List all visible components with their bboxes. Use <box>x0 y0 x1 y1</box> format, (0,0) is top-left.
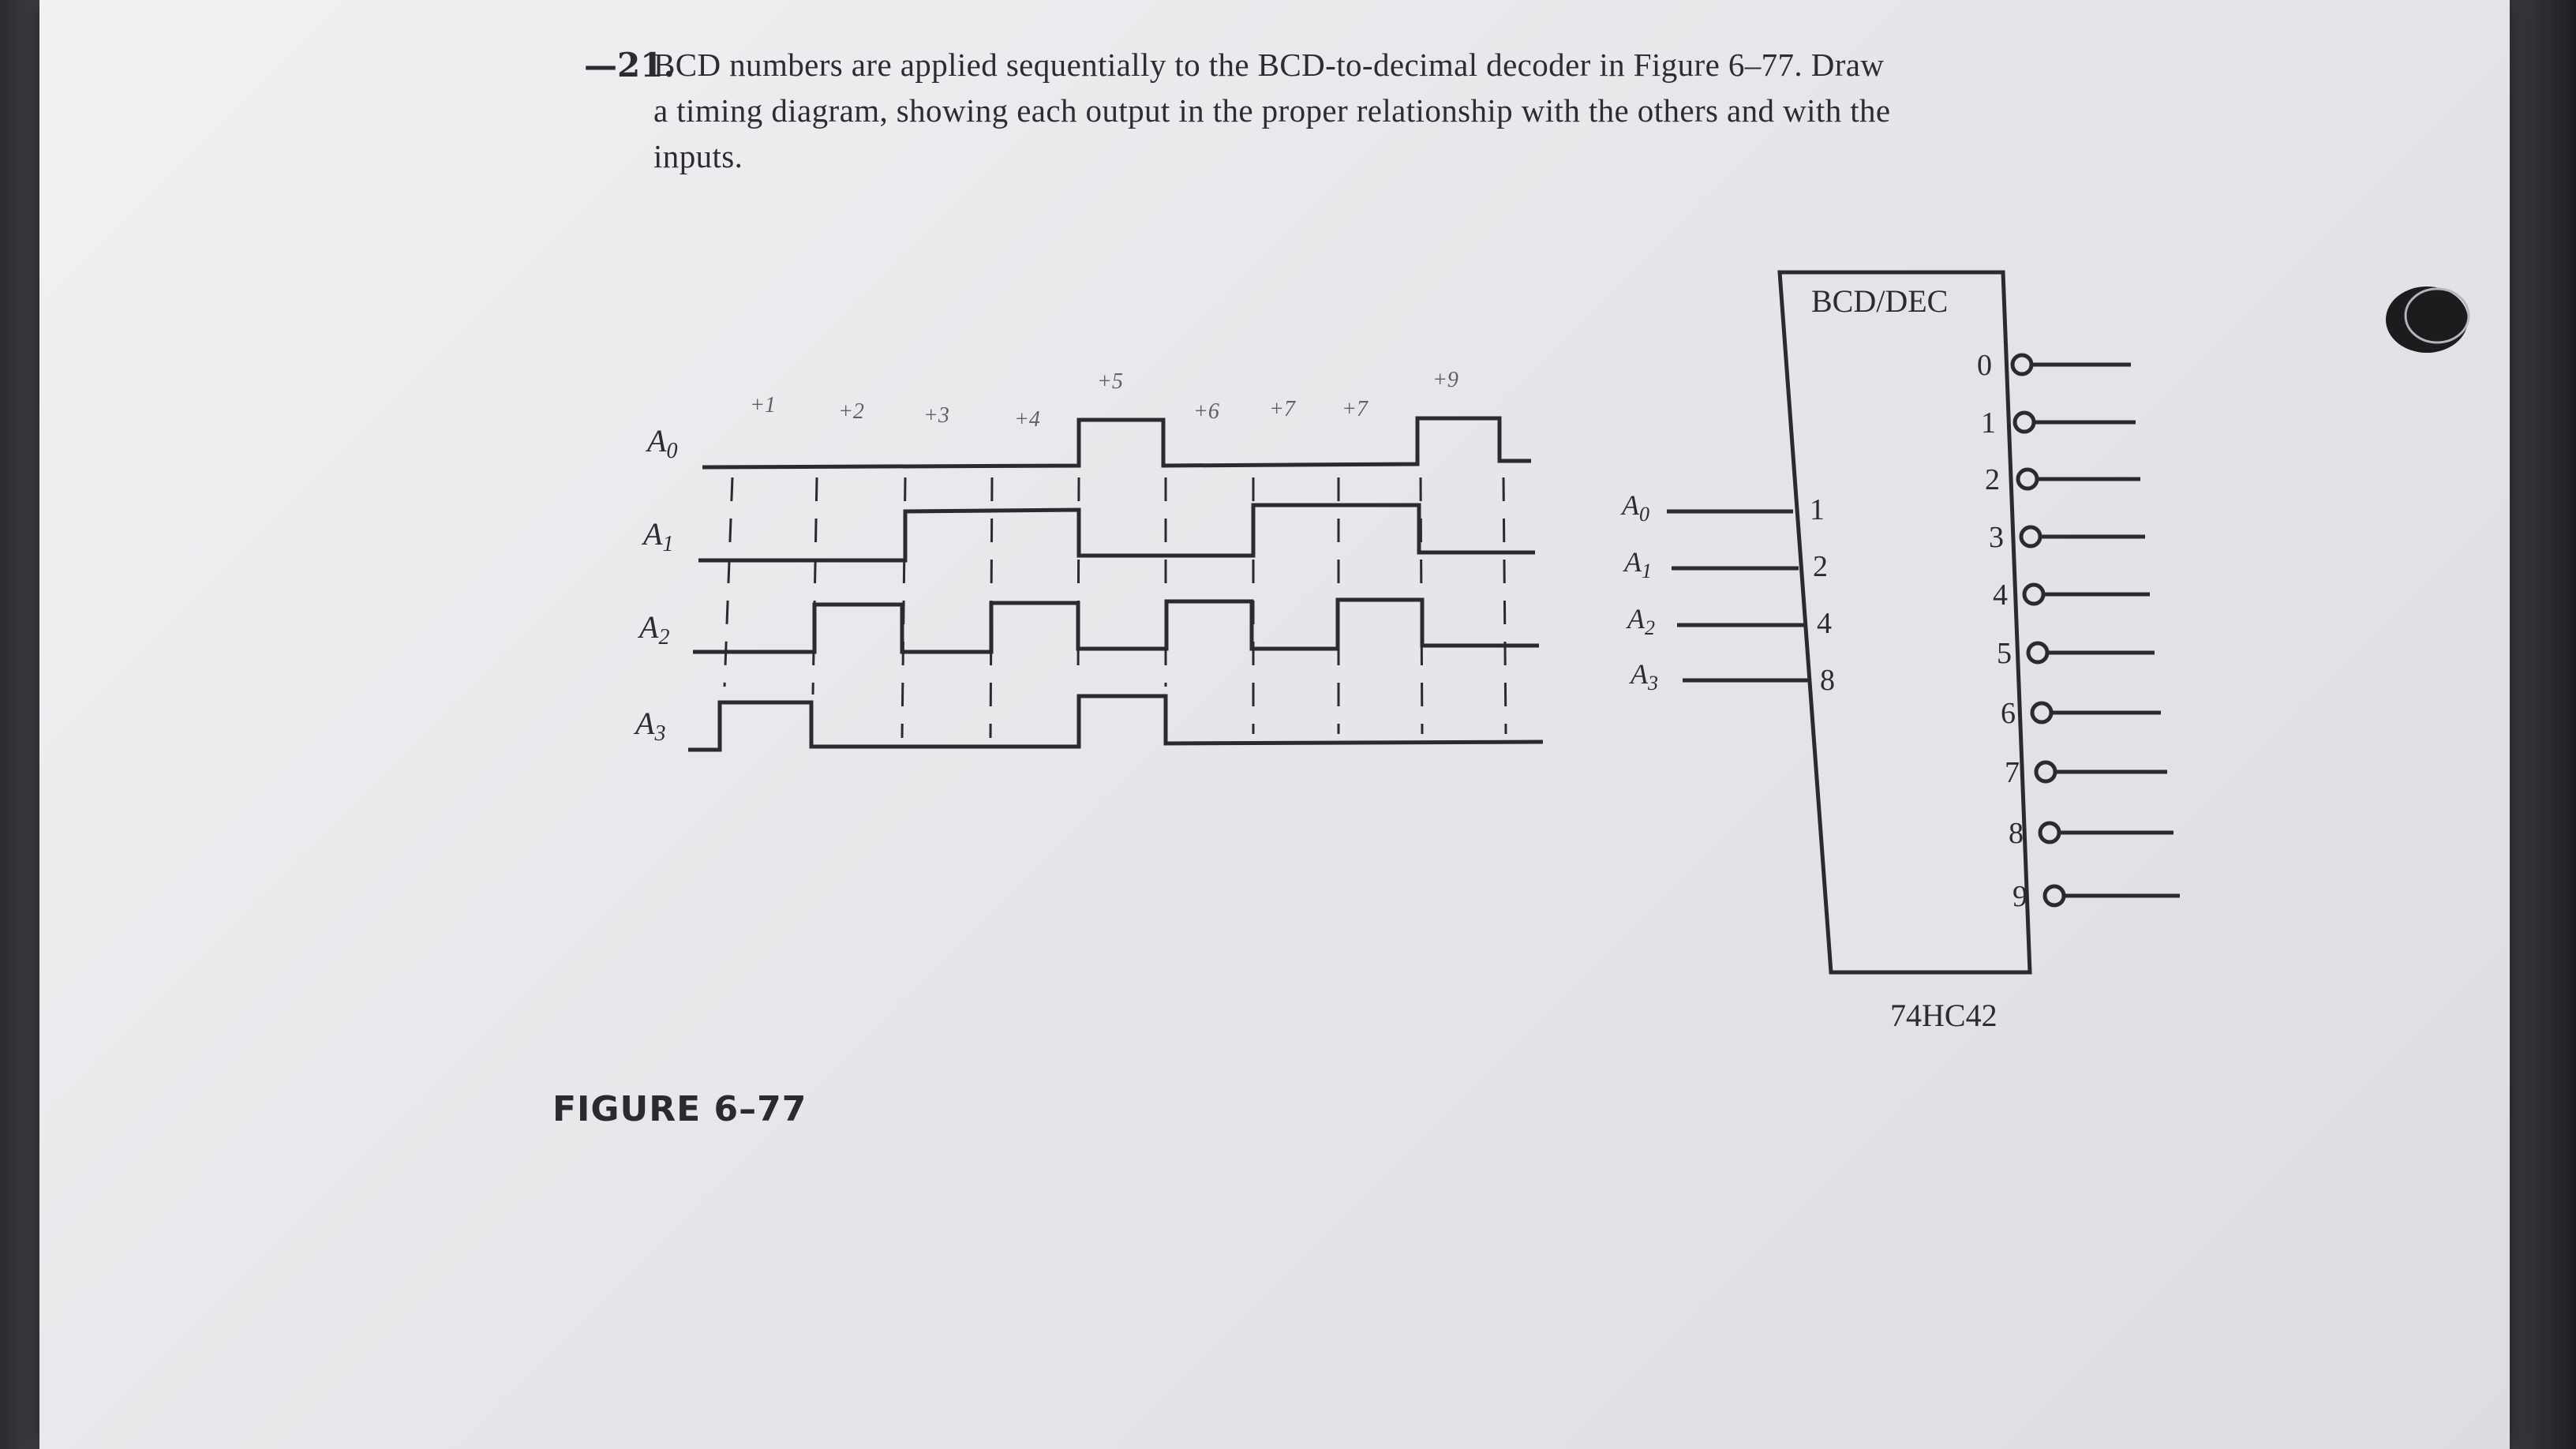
output-bubble-icon <box>2012 410 2036 434</box>
problem-text-line-2: a timing diagram, showing each output in… <box>653 92 1891 129</box>
binder-hole-icon <box>2386 286 2470 353</box>
decoder-output-5: 5 <box>1997 637 2155 670</box>
output-bubble-icon <box>2010 353 2034 376</box>
waveform-a0 <box>702 416 1531 470</box>
decoder-inputs: A0 A1 A2 A3 1 2 4 8 <box>1620 489 1835 697</box>
problem-number: —21. <box>584 46 675 84</box>
signal-label-a0: A0 <box>645 423 677 463</box>
pencil-mark-t5: +5 <box>1097 369 1123 394</box>
pencil-mark-t8: +7 <box>1342 397 1368 421</box>
output-label-0: 0 <box>1977 349 1992 382</box>
time-division <box>1502 477 1507 735</box>
decoder-output-7: 7 <box>2005 756 2167 789</box>
decoder-box <box>1777 270 2032 975</box>
waveform-a2 <box>693 597 1539 654</box>
output-label-1: 1 <box>1981 406 1996 440</box>
decoder-part-number: 74HC42 <box>1890 998 1998 1033</box>
decoder-title: BCD/DEC <box>1811 283 1948 319</box>
pencil-mark-t1: +1 <box>750 393 776 417</box>
desk-background-right <box>2513 0 2576 1449</box>
decoder-output-0: 0 <box>1977 349 2131 382</box>
output-label-4: 4 <box>1993 578 2008 612</box>
textbook-page: —21. BCD numbers are applied sequentiall… <box>39 0 2510 1449</box>
decoder-output-9: 9 <box>2012 880 2180 913</box>
decoder-input-label-a0: A0 <box>1620 489 1649 526</box>
waveform-a3 <box>688 694 1544 752</box>
output-bubble-icon <box>2019 525 2042 549</box>
problem-dash: — <box>584 46 617 84</box>
output-bubble-icon <box>2034 760 2057 784</box>
output-bubble-icon <box>2030 701 2054 724</box>
decoder-input-weight-1: 1 <box>1810 493 1825 526</box>
output-label-3: 3 <box>1989 521 2004 554</box>
decoder-output-4: 4 <box>1993 578 2150 612</box>
time-division <box>723 477 734 687</box>
time-divisions <box>723 477 1507 739</box>
output-bubble-icon <box>2042 884 2066 908</box>
pencil-mark-t3: +3 <box>923 403 949 428</box>
time-division <box>1419 477 1424 735</box>
decoder-74hc42: BCD/DEC 74HC42 A0 A1 A2 A3 1 2 4 8 <box>1620 270 2180 1033</box>
output-bubble-icon <box>2026 641 2050 665</box>
pencil-mark-t9: +9 <box>1432 368 1458 392</box>
decoder-output-6: 6 <box>2001 697 2161 730</box>
time-division <box>1076 477 1080 680</box>
signal-label-a1: A1 <box>641 516 673 556</box>
decoder-input-label-a1: A1 <box>1623 546 1652 582</box>
signal-label-a3: A3 <box>633 706 665 746</box>
output-bubble-icon <box>2038 821 2061 844</box>
decoder-output-3: 3 <box>1989 521 2145 554</box>
decoder-output-2: 2 <box>1985 463 2140 496</box>
signal-label-a2: A2 <box>637 609 669 650</box>
output-bubble-icon <box>2016 467 2039 491</box>
decoder-output-8: 8 <box>2009 817 2174 850</box>
waveform-a1 <box>698 503 1535 563</box>
decoder-input-label-a2: A2 <box>1626 603 1655 639</box>
decoder-input-weight-4: 4 <box>1817 607 1832 640</box>
output-label-2: 2 <box>1985 463 2000 496</box>
output-label-9: 9 <box>2012 880 2027 913</box>
problem-text-line-3: inputs. <box>653 138 743 174</box>
time-division <box>811 477 818 695</box>
decoder-input-weight-2: 2 <box>1813 550 1828 583</box>
pencil-mark-t6: +6 <box>1193 399 1219 424</box>
pencil-mark-t2: +2 <box>838 399 864 424</box>
output-label-7: 7 <box>2005 756 2020 789</box>
pencil-mark-t7: +7 <box>1269 397 1296 421</box>
output-label-6: 6 <box>2001 697 2016 730</box>
decoder-input-weight-8: 8 <box>1820 664 1835 697</box>
figure-label: FIGURE 6–77 <box>552 1089 807 1129</box>
decoder-input-label-a3: A3 <box>1629 658 1658 695</box>
output-bubble-icon <box>2022 582 2046 606</box>
output-label-8: 8 <box>2009 817 2024 850</box>
decoder-output-1: 1 <box>1981 406 2136 440</box>
problem-number-text: 21. <box>617 46 676 84</box>
output-label-5: 5 <box>1997 637 2012 670</box>
pencil-mark-t4: +4 <box>1014 407 1040 432</box>
problem-text-line-1: BCD numbers are applied sequentially to … <box>653 47 1885 83</box>
time-division <box>900 477 907 739</box>
time-division <box>989 477 994 739</box>
decoder-outputs: 0 1 2 3 4 <box>1977 349 2180 913</box>
timing-diagram: A0 A1 A2 A3 +1 +2 +3 <box>633 368 1544 752</box>
